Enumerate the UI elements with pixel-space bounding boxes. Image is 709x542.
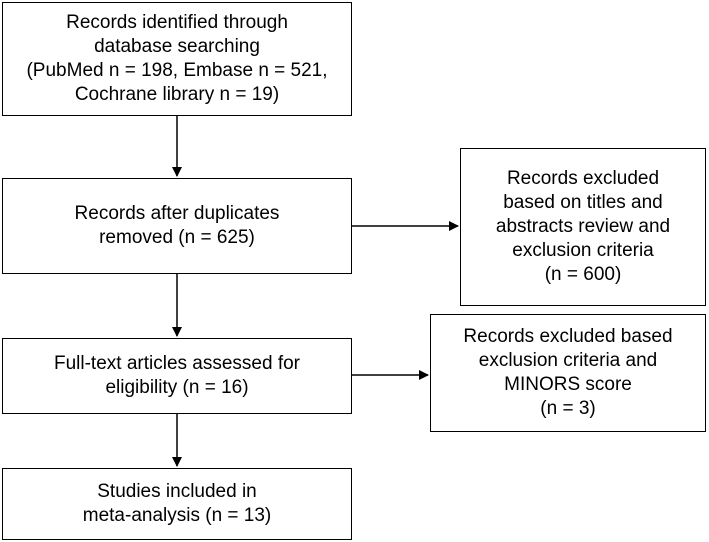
box-records-excluded-titles-line-4: exclusion criteria — [512, 240, 654, 261]
box-records-identified: Records identified through database sear… — [2, 2, 352, 116]
box-records-after-duplicates: Records after duplicates removed (n = 62… — [2, 178, 352, 274]
box-records-excluded-titles-line-1: Records excluded — [506, 168, 660, 189]
box-records-excluded-minors-line-4: (n = 3) — [540, 398, 596, 419]
box-full-text-articles-line-2: eligibility (n = 16) — [105, 377, 249, 398]
box-records-excluded-minors-line-1: Records excluded based — [463, 326, 673, 347]
box-records-identified-line-3: (PubMed n = 198, Embase n = 521, — [26, 60, 328, 81]
box-records-excluded-titles-line-3: abstracts review and — [495, 216, 671, 237]
box-studies-included-line-2: meta-analysis (n = 13) — [82, 505, 272, 526]
box-records-identified-line-2: database searching — [94, 36, 260, 57]
box-studies-included-line-1: Studies included in — [97, 481, 257, 502]
box-studies-included: Studies included in meta-analysis (n = 1… — [2, 468, 352, 540]
box-records-excluded-minors-line-2: exclusion criteria and — [478, 350, 658, 371]
box-records-excluded-titles-line-2: based on titles and — [503, 192, 663, 213]
box-records-excluded-titles: Records excluded based on titles and abs… — [460, 148, 706, 306]
box-full-text-articles: Full-text articles assessed for eligibil… — [2, 338, 352, 414]
box-records-after-duplicates-line-1: Records after duplicates — [74, 203, 280, 224]
box-records-identified-line-1: Records identified through — [66, 12, 288, 33]
box-records-excluded-minors: Records excluded based exclusion criteri… — [430, 314, 706, 432]
box-records-excluded-titles-line-5: (n = 600) — [544, 264, 622, 285]
box-full-text-articles-line-1: Full-text articles assessed for — [53, 353, 301, 374]
box-records-identified-line-4: Cochrane library n = 19) — [74, 84, 280, 105]
box-records-after-duplicates-line-2: removed (n = 625) — [99, 227, 255, 248]
box-records-excluded-minors-line-3: MINORS score — [504, 374, 632, 395]
